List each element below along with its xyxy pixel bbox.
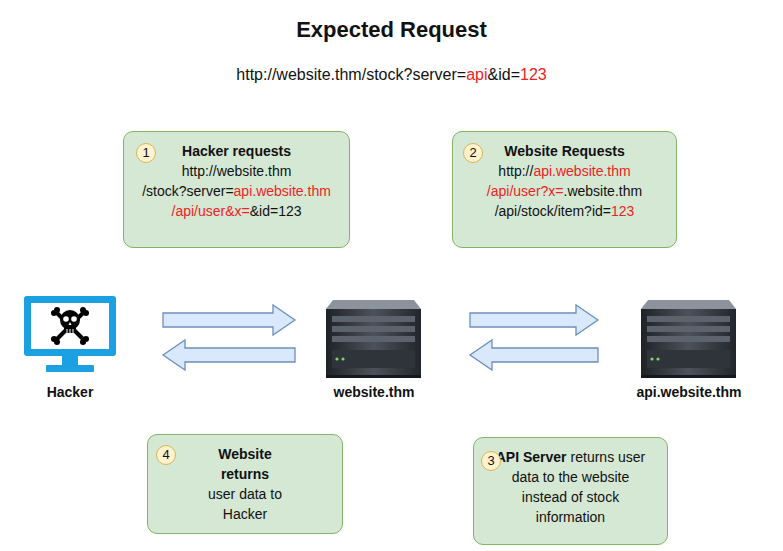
block-arrow bbox=[163, 305, 295, 335]
step-number-circle: 4 bbox=[156, 445, 176, 465]
device-node: website.thm bbox=[318, 290, 430, 400]
callout-number: 4 bbox=[162, 447, 169, 462]
box-body: /api/user&x= bbox=[172, 203, 250, 219]
monitor-icon bbox=[24, 296, 116, 372]
step-box: Hacker requests http://website.thm/stock?… bbox=[123, 131, 350, 248]
device-node: api.website.thm bbox=[630, 290, 748, 400]
text-line: /api/user&x=&id=123 bbox=[172, 201, 302, 221]
box-body: /stock?server= bbox=[142, 183, 233, 199]
device-label: api.website.thm bbox=[636, 383, 741, 401]
block-arrow bbox=[470, 305, 598, 335]
server-icon bbox=[326, 300, 421, 378]
box-text: Website Requests http://api.website.thm/a… bbox=[453, 141, 676, 221]
box-heading: Hacker requests bbox=[182, 143, 291, 159]
text-line: http://website.thm bbox=[182, 161, 292, 181]
box-body: http://website.thm bbox=[182, 163, 292, 179]
step-box: API Serverreturns user data to the websi… bbox=[473, 437, 668, 545]
url-part: &id= bbox=[488, 66, 520, 83]
text-line: http://api.website.thm bbox=[498, 161, 630, 181]
box-text: Hacker requests http://website.thm/stock?… bbox=[124, 141, 349, 221]
box-body: /api/stock/item?id= bbox=[495, 203, 611, 219]
text-line: Hacker requests bbox=[182, 141, 291, 161]
request-url: http://website.thm/stock?server=api&id=1… bbox=[0, 65, 783, 85]
box-body: api.website.thm bbox=[533, 163, 630, 179]
box-body: /api/user?x= bbox=[487, 183, 564, 199]
box-body: &id=123 bbox=[250, 203, 302, 219]
box-heading: Website Requests bbox=[504, 143, 624, 159]
step-number-circle: 3 bbox=[481, 451, 501, 471]
url-part: 123 bbox=[520, 66, 547, 83]
box-body: 123 bbox=[611, 203, 634, 219]
text-line: /stock?server=api.website.thm bbox=[142, 181, 331, 201]
box-text: Website returns user data to Hacker bbox=[148, 444, 342, 524]
box-heading: API Server bbox=[496, 449, 567, 465]
box-text: API Serverreturns user data to the websi… bbox=[474, 447, 667, 527]
step-box: Website Requests http://api.website.thm/a… bbox=[452, 131, 677, 248]
box-body: .website.thm bbox=[564, 183, 643, 199]
device-label: website.thm bbox=[334, 383, 415, 401]
step-box: Website returns user data to Hacker 4 bbox=[147, 434, 343, 534]
text-line: /api/stock/item?id=123 bbox=[495, 201, 635, 221]
block-arrow bbox=[470, 340, 598, 370]
device-label: Hacker bbox=[47, 383, 94, 401]
block-arrow bbox=[163, 340, 295, 370]
text-line: /api/user?x=.website.thm bbox=[487, 181, 642, 201]
callout-number: 1 bbox=[142, 145, 149, 160]
box-heading: Website returns bbox=[218, 446, 271, 482]
url-part: http://website.thm/stock?server= bbox=[236, 66, 466, 83]
text-line: API Serverreturns user data to the websi… bbox=[496, 447, 646, 527]
text-line: Website returns bbox=[193, 444, 298, 484]
skull-crossbones-icon bbox=[51, 307, 89, 345]
step-number-circle: 1 bbox=[136, 143, 156, 163]
text-line: Website Requests bbox=[504, 141, 624, 161]
box-body: api.website.thm bbox=[234, 183, 331, 199]
callout-number: 2 bbox=[469, 145, 476, 160]
server-icon bbox=[641, 300, 736, 378]
step-number-circle: 2 bbox=[463, 143, 483, 163]
box-body: user data to Hacker bbox=[208, 486, 282, 522]
callout-number: 3 bbox=[487, 453, 494, 468]
box-body: http:// bbox=[498, 163, 533, 179]
url-part: api bbox=[466, 66, 487, 83]
diagram-title: Expected Request bbox=[0, 17, 783, 43]
text-line: user data to Hacker bbox=[193, 484, 298, 524]
device-node: Hacker bbox=[20, 290, 120, 400]
